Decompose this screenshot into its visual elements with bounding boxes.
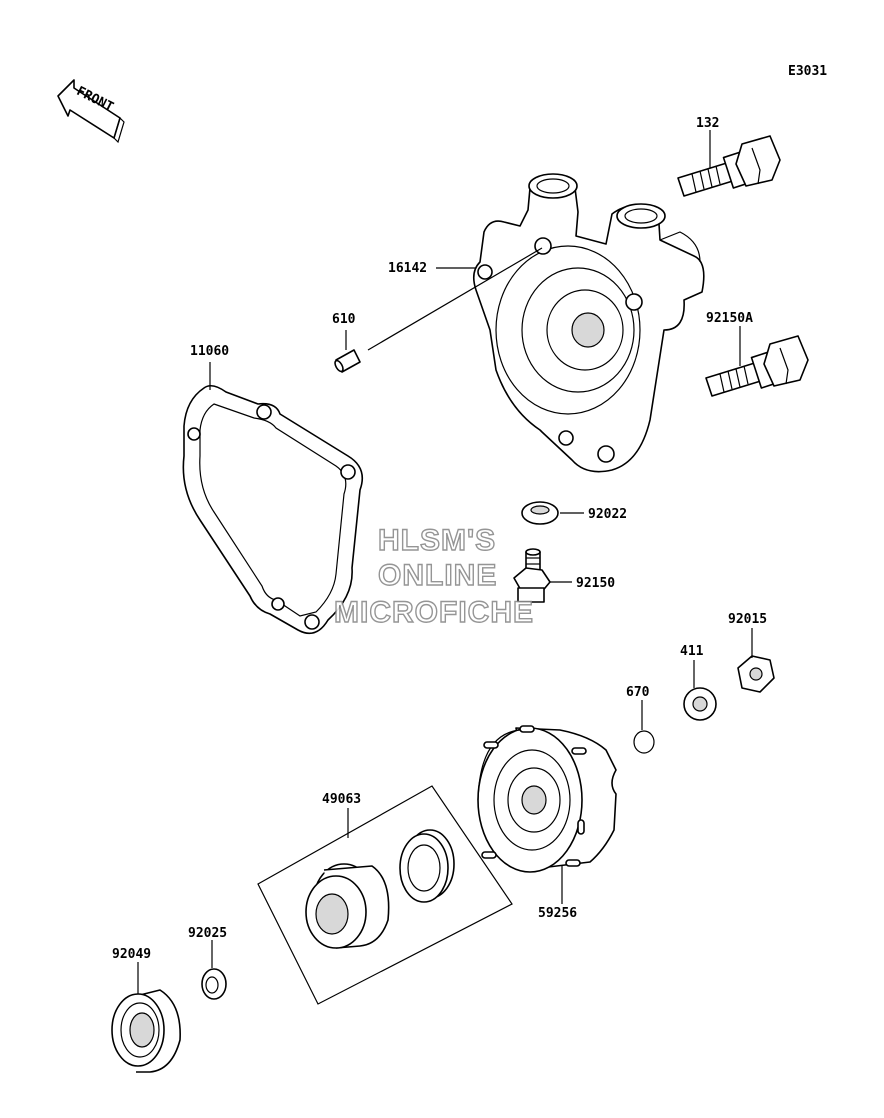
nut-92015[interactable] <box>737 628 775 693</box>
label-11060: 11060 <box>190 344 229 359</box>
label-92025: 92025 <box>188 926 227 941</box>
dowel-pin-610[interactable] <box>333 247 543 373</box>
seal-92025[interactable] <box>201 940 227 1000</box>
water-pump-cover-16142[interactable] <box>436 173 705 473</box>
watermark-line-3: MICROFICHE <box>334 596 534 629</box>
label-132: 132 <box>696 116 719 131</box>
watermark: HLSM'S ONLINE MICROFICHE <box>333 523 534 629</box>
front-arrow-icon: FRONT <box>57 79 125 144</box>
bearing-92049[interactable] <box>111 962 181 1073</box>
seal-kit-49063[interactable] <box>257 785 513 1005</box>
label-411: 411 <box>680 644 704 659</box>
label-59256: 59256 <box>538 906 577 921</box>
bolt-92150a[interactable] <box>705 326 809 397</box>
label-670: 670 <box>626 685 650 700</box>
bolt-132[interactable] <box>677 130 781 197</box>
impeller-59256[interactable] <box>477 725 617 904</box>
watermark-line-2: ONLINE <box>378 559 497 592</box>
washer-411[interactable] <box>683 660 717 721</box>
diagram-code: E3031 <box>788 64 827 79</box>
washer-92022[interactable] <box>521 501 584 525</box>
label-49063: 49063 <box>322 792 361 807</box>
label-92150: 92150 <box>576 576 615 591</box>
o-ring-670[interactable] <box>633 700 655 754</box>
drain-bolt-92150[interactable] <box>513 548 572 603</box>
label-610: 610 <box>332 312 356 327</box>
label-92022: 92022 <box>588 507 627 522</box>
label-92049: 92049 <box>112 947 151 962</box>
watermark-line-1: HLSM'S <box>378 524 496 557</box>
label-92150a: 92150A <box>706 311 753 326</box>
gasket-11060[interactable] <box>182 362 364 635</box>
label-92015: 92015 <box>728 612 767 627</box>
label-16142: 16142 <box>388 261 427 276</box>
